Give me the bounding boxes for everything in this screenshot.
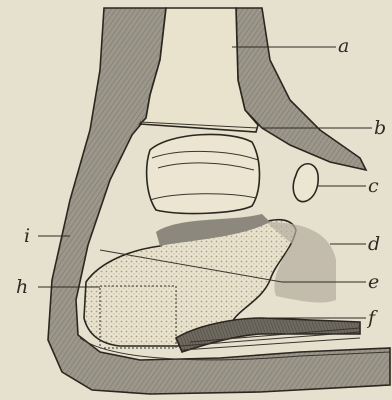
label-e: e [368, 271, 379, 293]
label-c: c [368, 175, 379, 197]
label-h: h [16, 276, 28, 298]
talus-bone [147, 134, 260, 213]
label-a: a [338, 35, 349, 57]
label-i: i [24, 225, 30, 247]
label-d: d [368, 233, 380, 255]
label-b: b [374, 117, 386, 139]
